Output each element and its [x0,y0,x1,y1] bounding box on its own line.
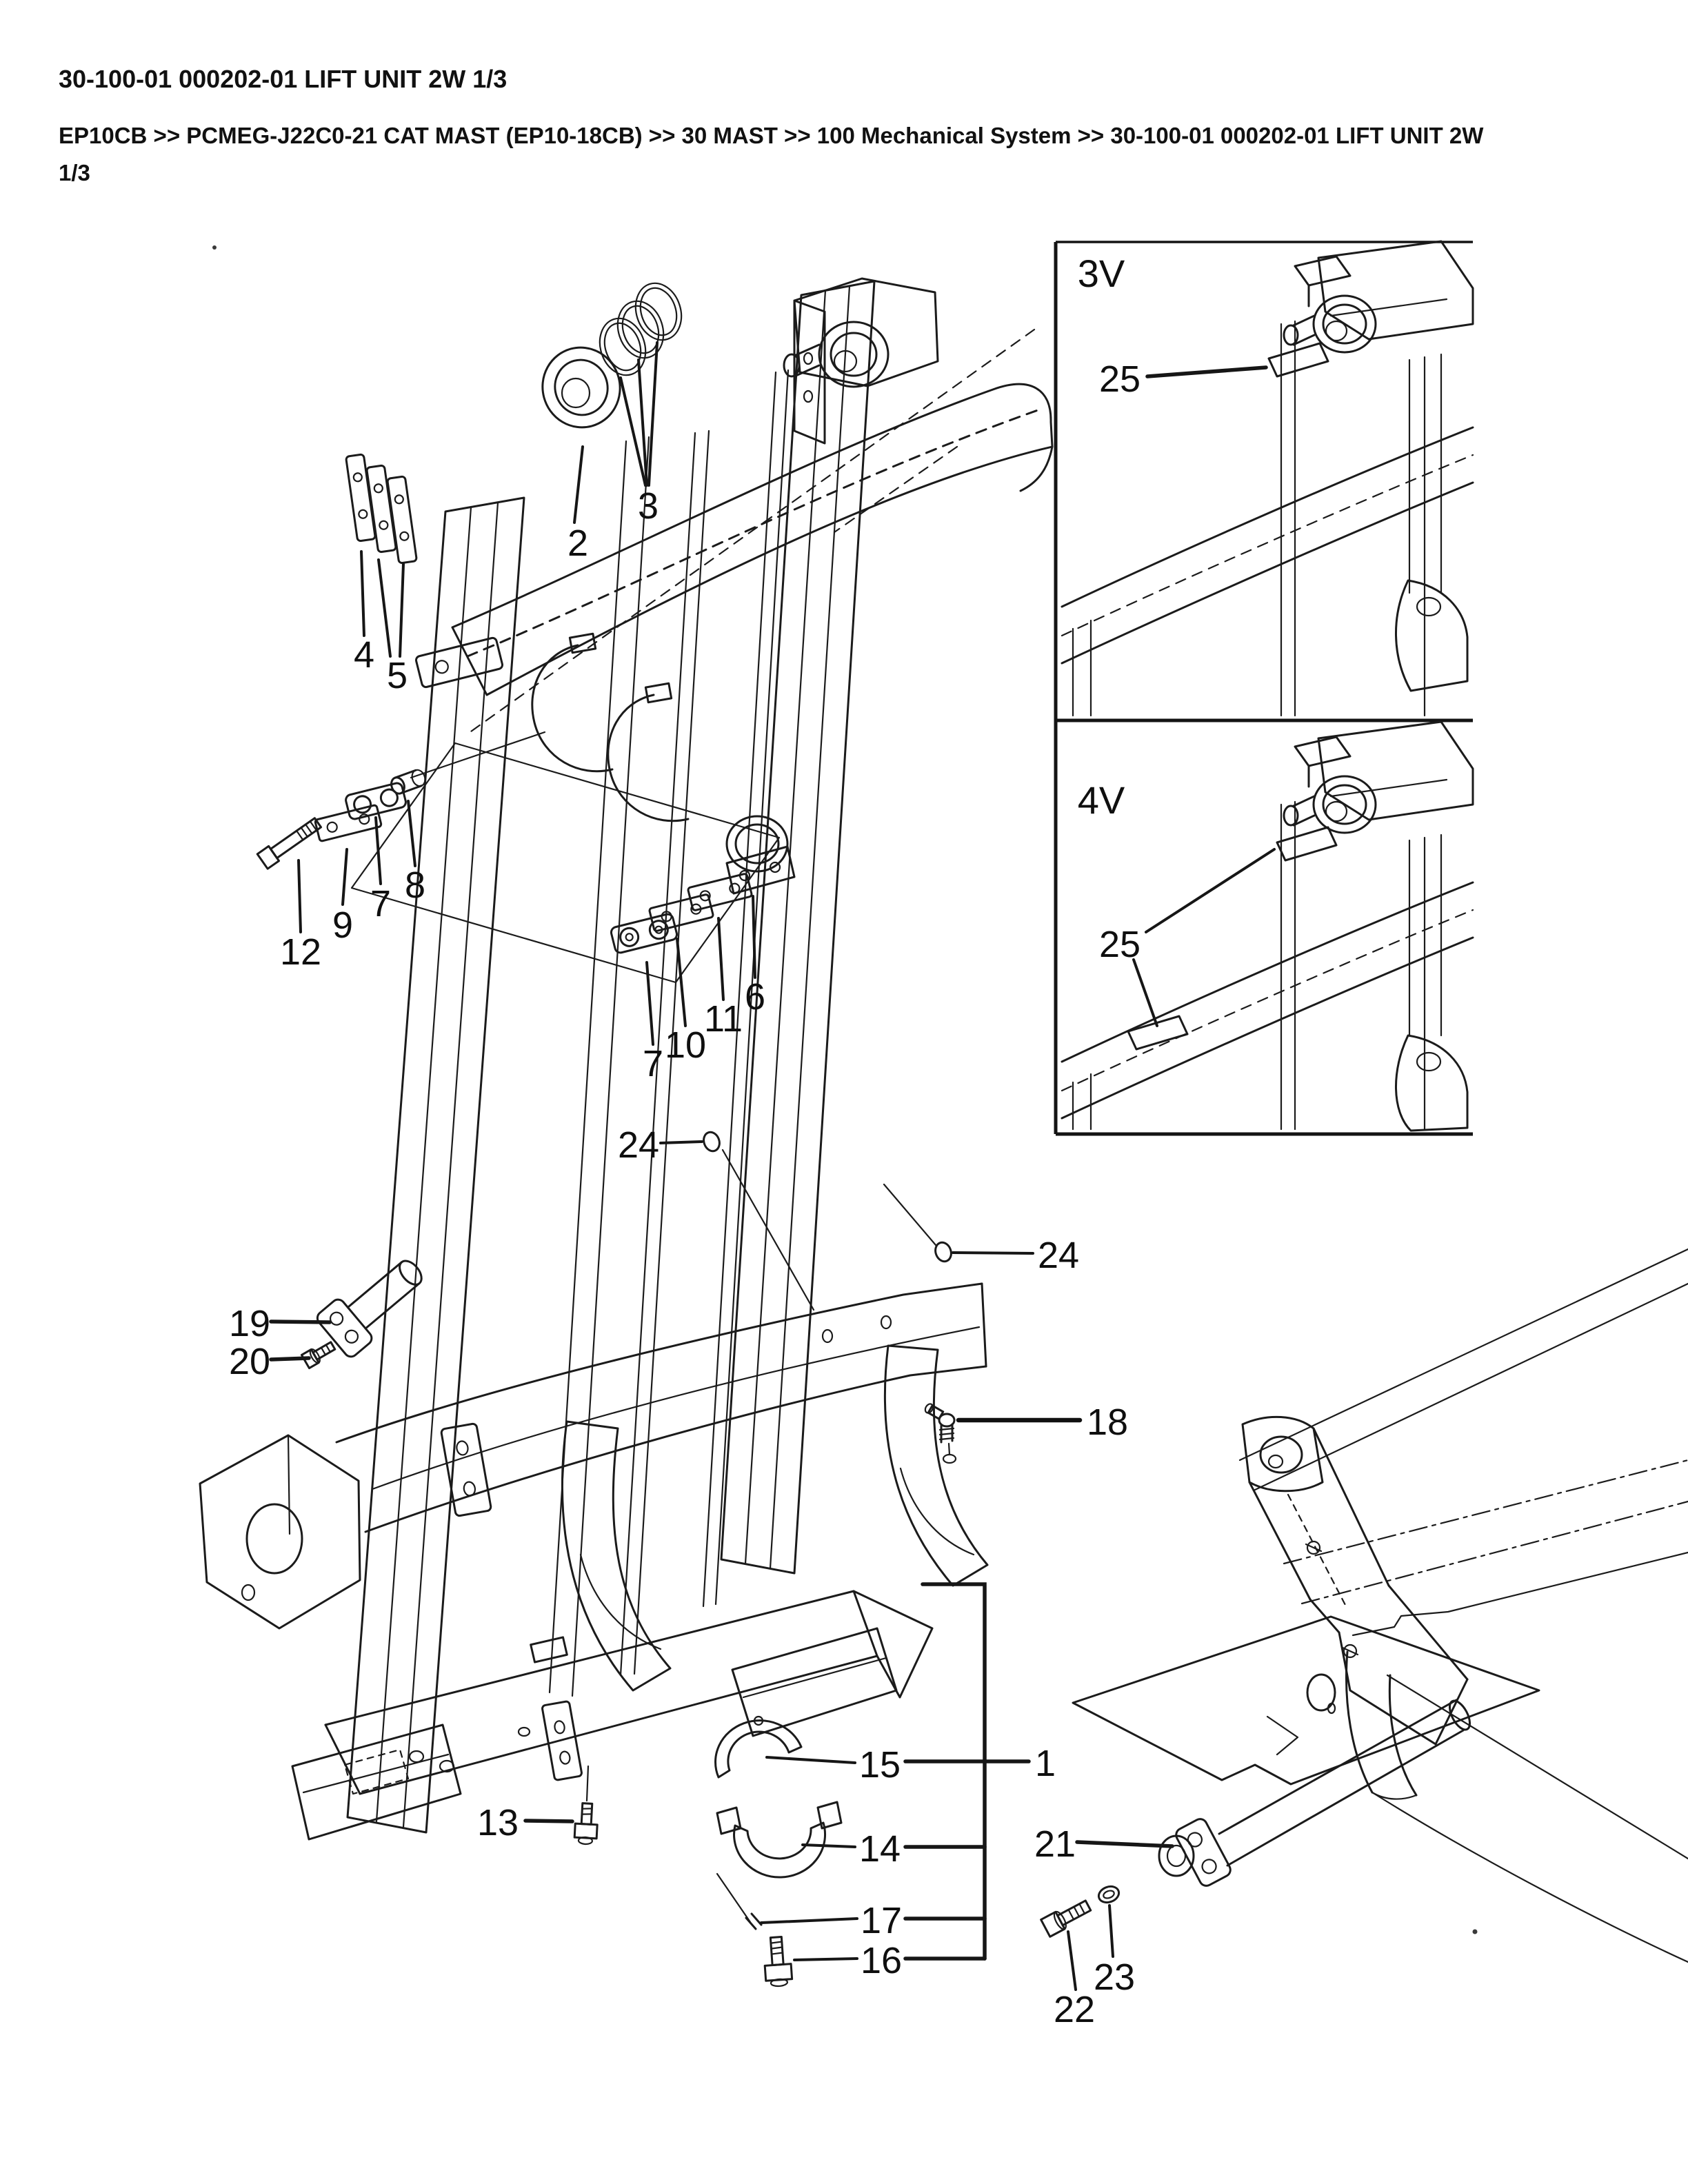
part-2-bearing [541,346,621,429]
mast-outer-rail-left [346,496,525,1834]
part-9-plate [314,804,383,842]
mast-mid-crossmember [199,1282,987,1630]
part-22-bolt [1040,1899,1092,1938]
breadcrumb-line-2[interactable]: 1/3 [59,160,90,185]
callout-label-19: 19 [229,1303,270,1344]
part-25-shim [1267,342,1329,378]
inset-3V [1061,240,1474,717]
mast-inner-legs [440,1344,989,1781]
breadcrumb-line-1[interactable]: EP10CB >> PCMEG-J22C0-21 CAT MAST (EP10-… [59,123,1484,148]
callout-label-20: 20 [229,1341,270,1382]
callout-label-3: 3 [638,485,659,527]
part-14-clamp-lower-half [716,1801,843,1879]
breadcrumb[interactable]: EP10CB >> PCMEG-J22C0-21 CAT MAST (EP10-… [59,117,1658,192]
part-4-5-shims [345,453,418,565]
callout-label-10: 10 [665,1024,706,1066]
mount-foot-plate [1072,1615,1540,1800]
inset-label-4v: 4V [1078,778,1125,822]
chassis-frame-lines [1238,1248,1688,1963]
callout-label-1: 1 [1035,1743,1056,1784]
part-15-clamp-upper-half [714,1715,803,1779]
part-8-bushing [390,769,426,795]
callout-label-7b: 7 [643,1043,663,1084]
part-24-pin-right [883,1183,952,1263]
callout-label-7a: 7 [370,883,391,924]
callout-labels: 2 3 4 5 12 9 7 8 7 10 11 6 24 24 19 20 1… [229,252,1141,2030]
part-18-grease-fitting [924,1403,957,1464]
part-1-assembly-bracket [903,1582,1031,1961]
page-speck [1472,1929,1478,1934]
part-7-roller-link-left [345,782,407,820]
inset-borders [1054,241,1473,1136]
callout-label-18: 18 [1087,1402,1128,1443]
part-23-ring [1097,1885,1121,1904]
callout-label-4: 4 [354,634,374,676]
mast-top-right-bracket [783,277,939,445]
part-19-pin [316,1260,423,1358]
callout-label-23: 23 [1094,1957,1135,1998]
inset-4V [1061,720,1474,1132]
page-speck [212,245,217,250]
callout-leaders [269,341,1174,1991]
callout-label-12: 12 [280,931,321,973]
callout-label-9: 9 [332,904,353,946]
tilt-bracket [1241,1415,1469,1746]
bracket-bolt-mark [1341,1644,1359,1659]
callout-label-13: 13 [477,1802,519,1843]
mast-base [291,1590,934,1841]
callout-label-14: 14 [859,1828,901,1870]
callout-label-24a: 24 [618,1124,659,1166]
part-6-clamp-ring [725,815,796,895]
reference-plane [350,742,781,984]
part-20-bolt [300,1341,336,1370]
part-13-bolt [573,1765,599,1846]
callout-label-16: 16 [861,1940,902,1981]
callout-label-5: 5 [387,655,408,696]
callout-label-24b: 24 [1038,1235,1079,1276]
part-25-shim [1127,1015,1189,1051]
callout-label-25-3v: 25 [1099,358,1141,400]
construction-dashed-lines [465,328,1036,736]
part-3-snap-rings [599,282,683,376]
callout-label-25-4v: 25 [1099,924,1141,965]
mast-top-crossbeam [410,383,1054,822]
part-17-pin [716,1872,763,1930]
inset-label-3v: 3V [1078,252,1125,295]
bracket-bolt-mark [1305,1540,1323,1555]
callout-label-21: 21 [1034,1823,1076,1865]
part-12-bolt [256,817,323,870]
part-25-shim [1276,826,1338,862]
callout-label-22: 22 [1054,1989,1095,2030]
callout-label-2: 2 [567,523,588,564]
callout-label-8: 8 [405,865,425,906]
part-24-pin-left [703,1131,815,1311]
part-11-plate [687,873,753,911]
callout-label-17: 17 [861,1900,902,1941]
callout-label-11: 11 [704,998,743,1040]
part-21-anchor-pin [1158,1699,1471,1887]
part-16-bolt [763,1936,794,1988]
page-title: 30-100-01 000202-01 LIFT UNIT 2W 1/3 [59,65,508,93]
callout-label-15: 15 [859,1744,901,1786]
callout-label-6: 6 [745,976,765,1018]
